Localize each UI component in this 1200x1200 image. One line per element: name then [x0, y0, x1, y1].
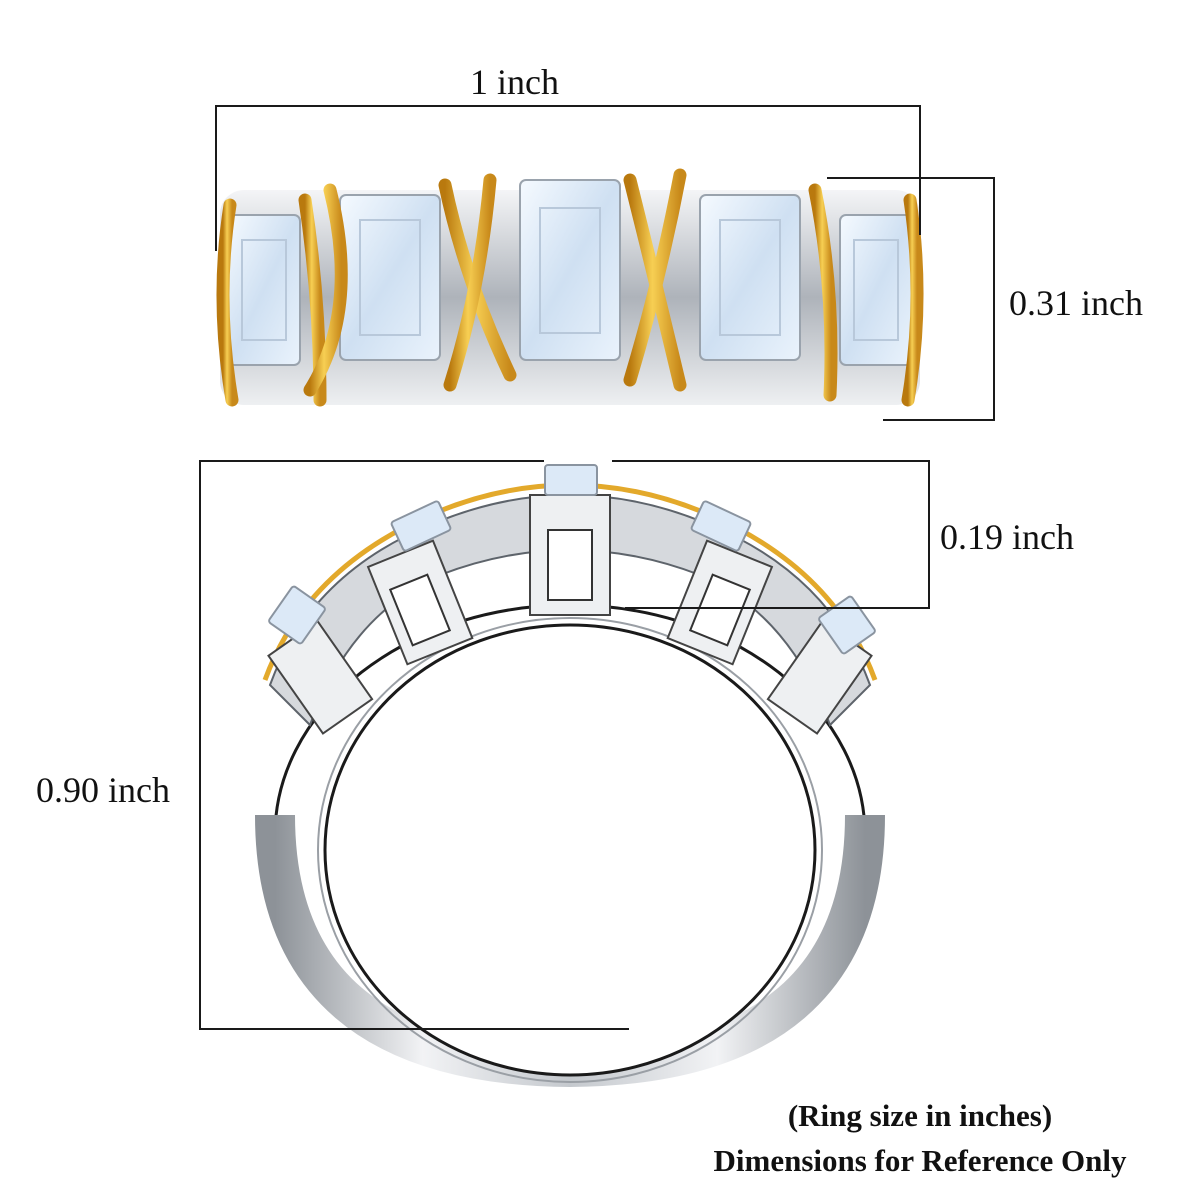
- width-dimension-line-left: [215, 105, 217, 251]
- gold-wires: [216, 168, 924, 407]
- stone-4: [699, 194, 801, 361]
- height-dimension-line-bottom: [199, 1028, 629, 1030]
- stone-1: [227, 214, 301, 366]
- height-dimension-line-top: [199, 460, 544, 462]
- ring-top-view: [210, 160, 930, 420]
- side-settings: [262, 464, 878, 735]
- stone-3: [519, 179, 621, 361]
- band-width-dimension-line-top: [827, 177, 995, 179]
- width-dimension-label: 1 inch: [470, 62, 559, 102]
- setting-height-dimension-label: 0.19 inch: [940, 517, 1074, 557]
- height-dimension-line-left: [199, 460, 201, 1030]
- ring-top-view-illustration: [216, 168, 924, 407]
- stone-2: [339, 194, 441, 361]
- width-dimension-line-right: [919, 105, 921, 235]
- width-dimension-line-top: [215, 105, 921, 107]
- reference-disclaimer: Dimensions for Reference Only: [713, 1143, 1127, 1178]
- height-dimension-label: 0.90 inch: [36, 770, 170, 810]
- band-width-dimension-line-right: [993, 177, 995, 421]
- setting-height-dimension-line-bottom: [625, 607, 930, 609]
- band-width-dimension-line-bottom: [883, 419, 995, 421]
- ring-side-view-illustration: [255, 464, 885, 1088]
- setting-height-dimension-line-top: [612, 460, 930, 462]
- setting-height-dimension-line-right: [928, 460, 930, 609]
- stone-5: [839, 214, 913, 366]
- band-width-dimension-label: 0.31 inch: [1009, 283, 1143, 323]
- ring-side-view: [230, 455, 910, 1088]
- ring-size-note: (Ring size in inches): [787, 1098, 1053, 1133]
